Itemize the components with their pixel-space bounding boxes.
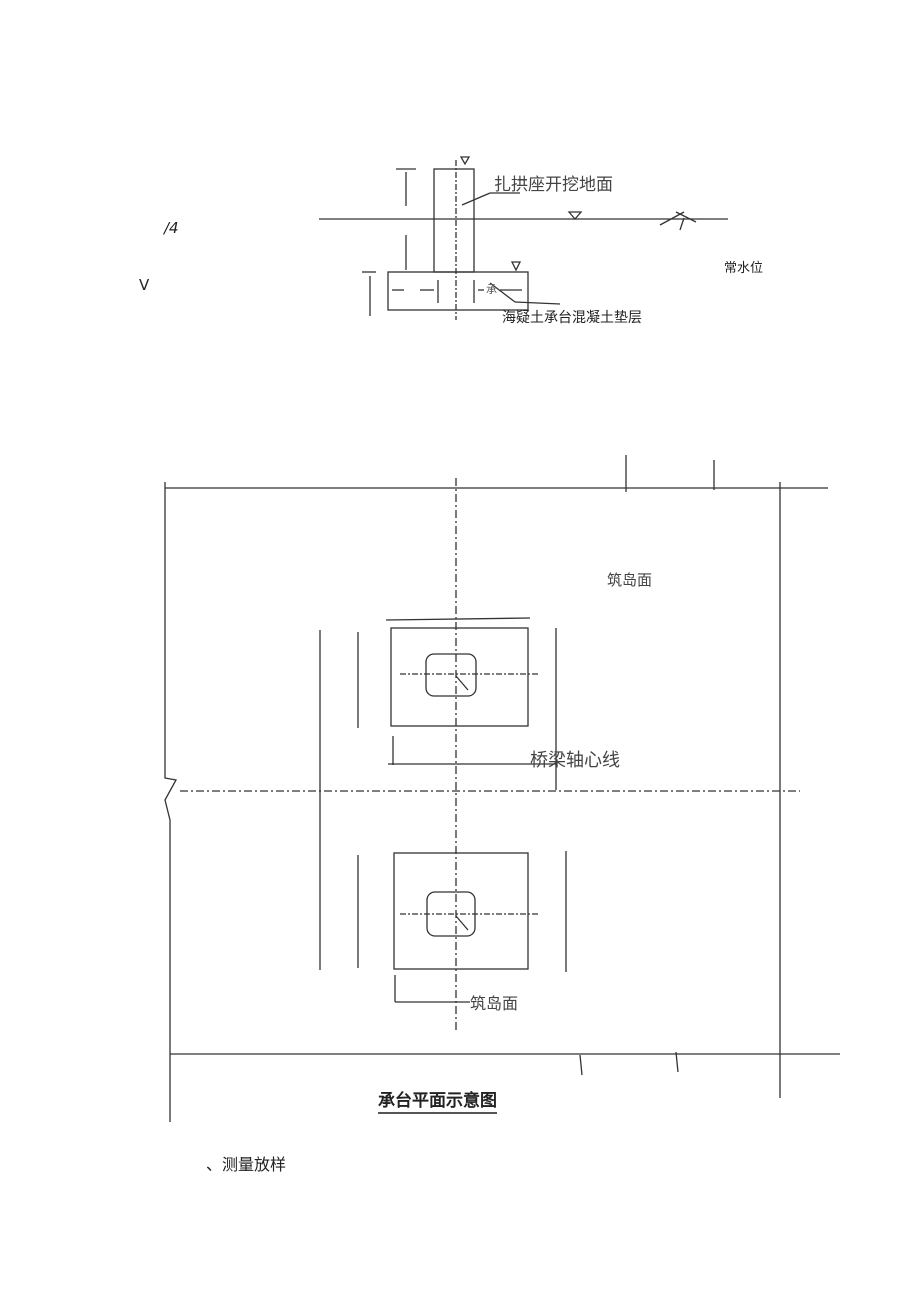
margin-mark-1: /4 xyxy=(164,219,179,237)
label-island-top: 筑岛面 xyxy=(607,571,653,589)
margin-mark-2: V xyxy=(139,276,150,294)
label-cushion: 海疑土承台混凝土垫层 xyxy=(502,310,642,326)
label-excavation: 扎拱座开挖地面 xyxy=(494,175,613,195)
label-cap-mark: 承 xyxy=(486,283,497,296)
section-diagram xyxy=(319,156,728,320)
label-bridge-axis: 桥梁轴心线 xyxy=(530,750,620,771)
plan-diagram xyxy=(164,455,840,1122)
figure-caption: 承台平面示意图 xyxy=(378,1093,497,1114)
label-water-level: 常水位 xyxy=(724,261,764,276)
label-island-bottom: 筑岛面 xyxy=(470,994,519,1013)
section-heading: 、测量放样 xyxy=(206,1155,287,1174)
